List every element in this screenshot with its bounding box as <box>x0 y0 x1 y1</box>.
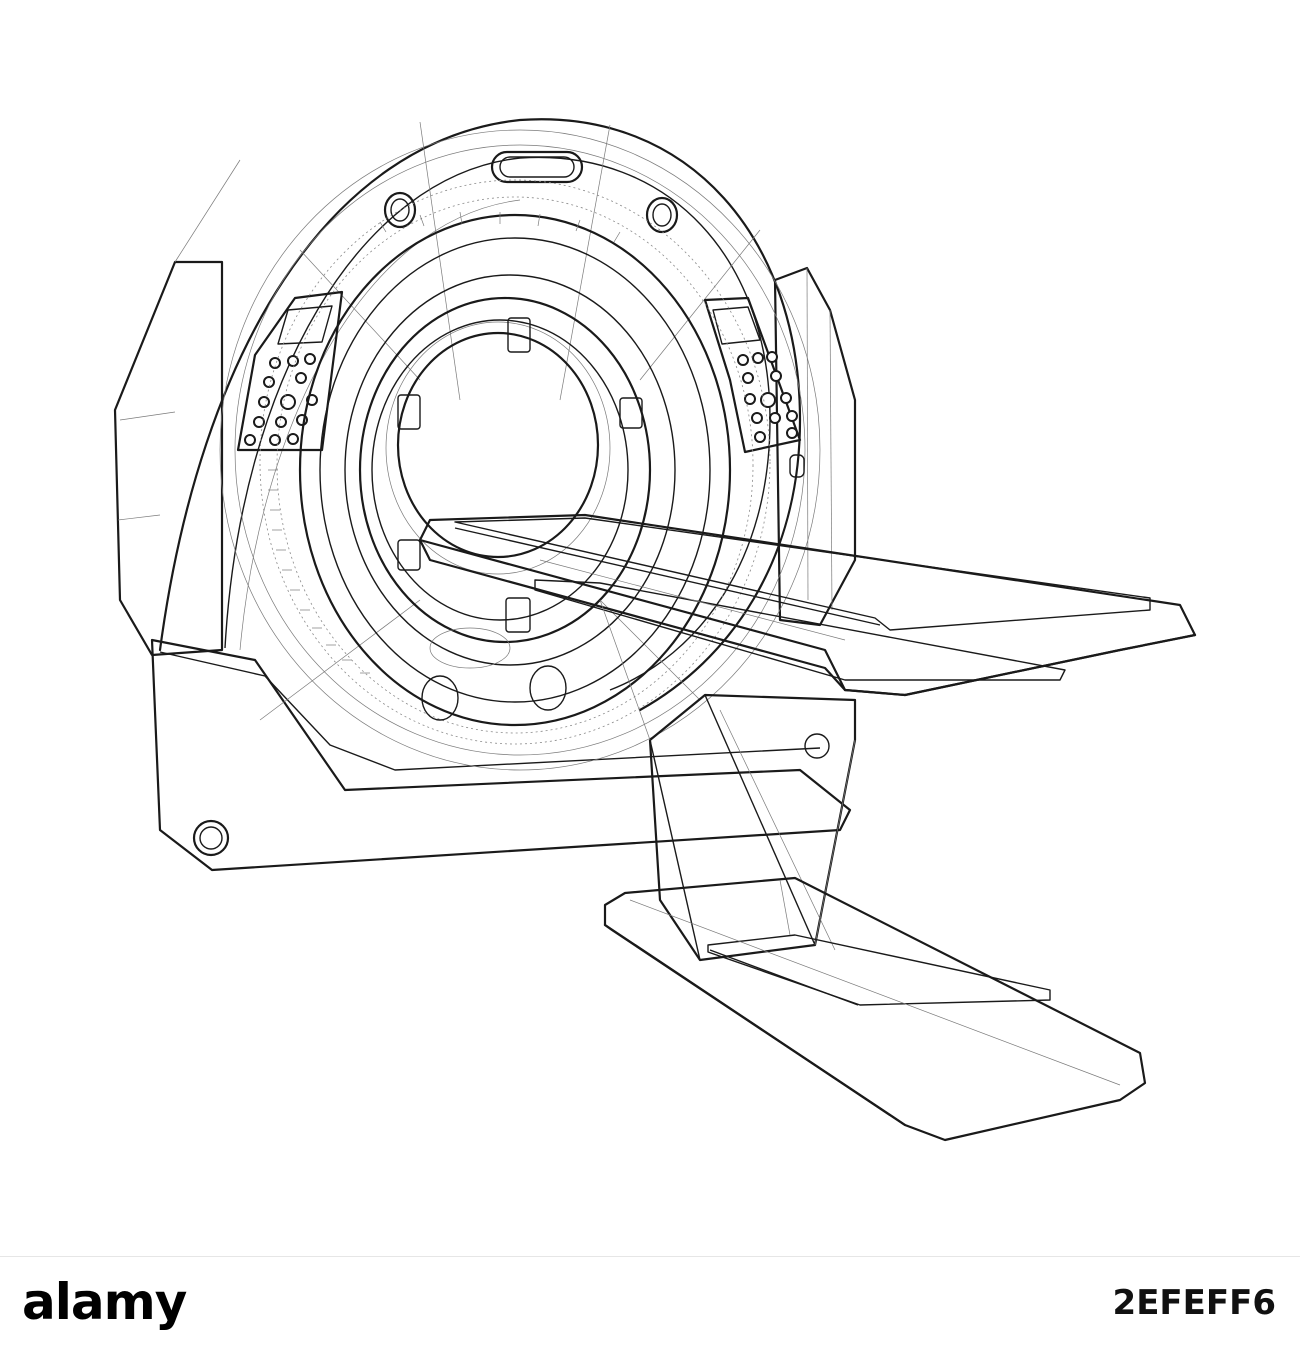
gantry-base <box>113 260 852 872</box>
scanner-bore <box>259 179 771 745</box>
table-floor-base <box>603 876 1147 1142</box>
left-panel-buttons <box>244 353 318 446</box>
left-control-panel <box>236 290 344 452</box>
detector-ticks <box>268 211 621 674</box>
stock-photo-banner: alamy 2EFEFF6 <box>0 1256 1300 1347</box>
gantry-right-wing <box>773 266 857 627</box>
right-panel-buttons <box>737 351 798 443</box>
alamy-logo: alamy <box>22 1273 187 1331</box>
patient-table <box>418 513 1197 697</box>
wireframe-drawing <box>113 118 1197 1142</box>
table-support <box>599 599 857 962</box>
gantry-ring <box>158 118 821 771</box>
right-control-panel <box>703 296 802 454</box>
gantry-top-features <box>383 150 805 478</box>
ct-scanner-illustration <box>113 118 1197 1142</box>
image-id-label: 2EFEFF6 <box>1112 1283 1276 1323</box>
